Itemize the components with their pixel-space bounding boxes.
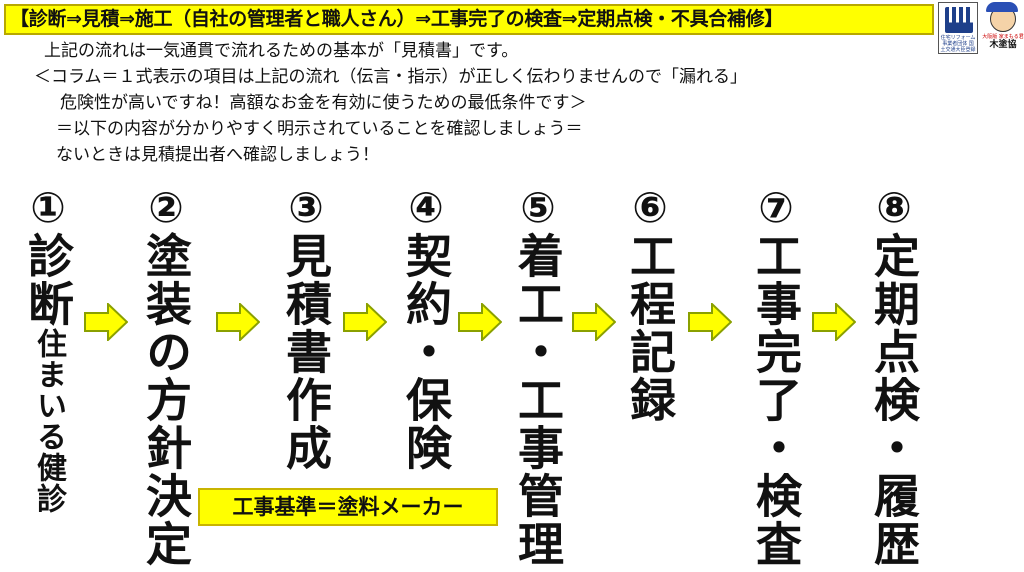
page-title-banner: 【診断⇒見積⇒施工（自社の管理者と職人さん）⇒工事完了の検査⇒定期点検・不具合補… (4, 4, 934, 35)
step-7: ⑦ 工事完了・検査 (748, 183, 804, 569)
step-2: ② 塗装の方針決定 (138, 183, 194, 569)
step-4: ④ 契約・保険 (398, 183, 454, 473)
step-number: ⑦ (758, 183, 794, 232)
mascot-caption: 大阪版 家まもる君 (982, 34, 1024, 40)
arrow-right-icon (84, 303, 128, 341)
reform-association-logo: 住宅リフォーム事業者団体 国土交通大臣登録 (938, 2, 978, 54)
step-number: ⑧ (876, 183, 912, 232)
mascot-logo: 大阪版 家まもる君 木塗協 (982, 2, 1024, 54)
arrow-right-icon (812, 303, 856, 341)
step-number: ① (30, 183, 66, 232)
building-icon (945, 7, 973, 33)
step-label: 契約・保険 (399, 232, 453, 472)
step-label: 着工・工事管理 (511, 232, 565, 568)
step-number: ④ (408, 183, 444, 232)
step-sublabel: 住まいる健診 (31, 328, 66, 514)
association-name: 木塗協 (989, 40, 1017, 50)
step-number: ⑥ (632, 183, 668, 232)
arrow-right-icon (216, 303, 260, 341)
step-3: ③ 見積書作成 (278, 183, 334, 473)
intro-text: 上記の流れは一気通貫で流れるための基本が「見積書」です。 ＜コラム＝１式表示の項… (34, 38, 747, 168)
mascot-hat-icon (986, 2, 1018, 12)
step-number: ⑤ (520, 183, 556, 232)
step-1: ① 診断 住まいる健診 (20, 183, 76, 515)
arrow-right-icon (688, 303, 732, 341)
arrow-right-icon (572, 303, 616, 341)
step-label: 診断 (21, 232, 75, 328)
arrow-right-icon (343, 303, 387, 341)
step-number: ② (148, 183, 184, 232)
intro-line-4: ＝以下の内容が分かりやすく明示されていることを確認しましょう＝ (56, 119, 583, 139)
reform-logo-text: 住宅リフォーム事業者団体 国土交通大臣登録 (940, 35, 976, 53)
intro-line-3: 危険性が高いですね！高額なお金を有効に使うための最低条件です＞ (60, 93, 587, 113)
intro-line-1: 上記の流れは一気通貫で流れるための基本が「見積書」です。 (44, 41, 519, 61)
step-5: ⑤ 着工・工事管理 (510, 183, 566, 569)
intro-line-2: ＜コラム＝１式表示の項目は上記の流れ（伝言・指示）が正しく伝わりませんので「漏れ… (34, 67, 747, 87)
step-label: 見積書作成 (279, 232, 333, 472)
step-6: ⑥ 工程記録 (622, 183, 678, 425)
construction-standard-note: 工事基準＝塗料メーカー (198, 488, 498, 526)
intro-line-5: ないときは見積提出者へ確認しましょう！ (56, 145, 379, 165)
step-label: 工事完了・検査 (749, 232, 803, 568)
arrow-right-icon (458, 303, 502, 341)
step-label: 定期点検・履歴 (867, 232, 921, 568)
step-label: 工程記録 (623, 232, 677, 424)
step-number: ③ (288, 183, 324, 232)
step-label: 塗装の方針決定 (139, 232, 193, 568)
step-8: ⑧ 定期点検・履歴 (866, 183, 922, 569)
